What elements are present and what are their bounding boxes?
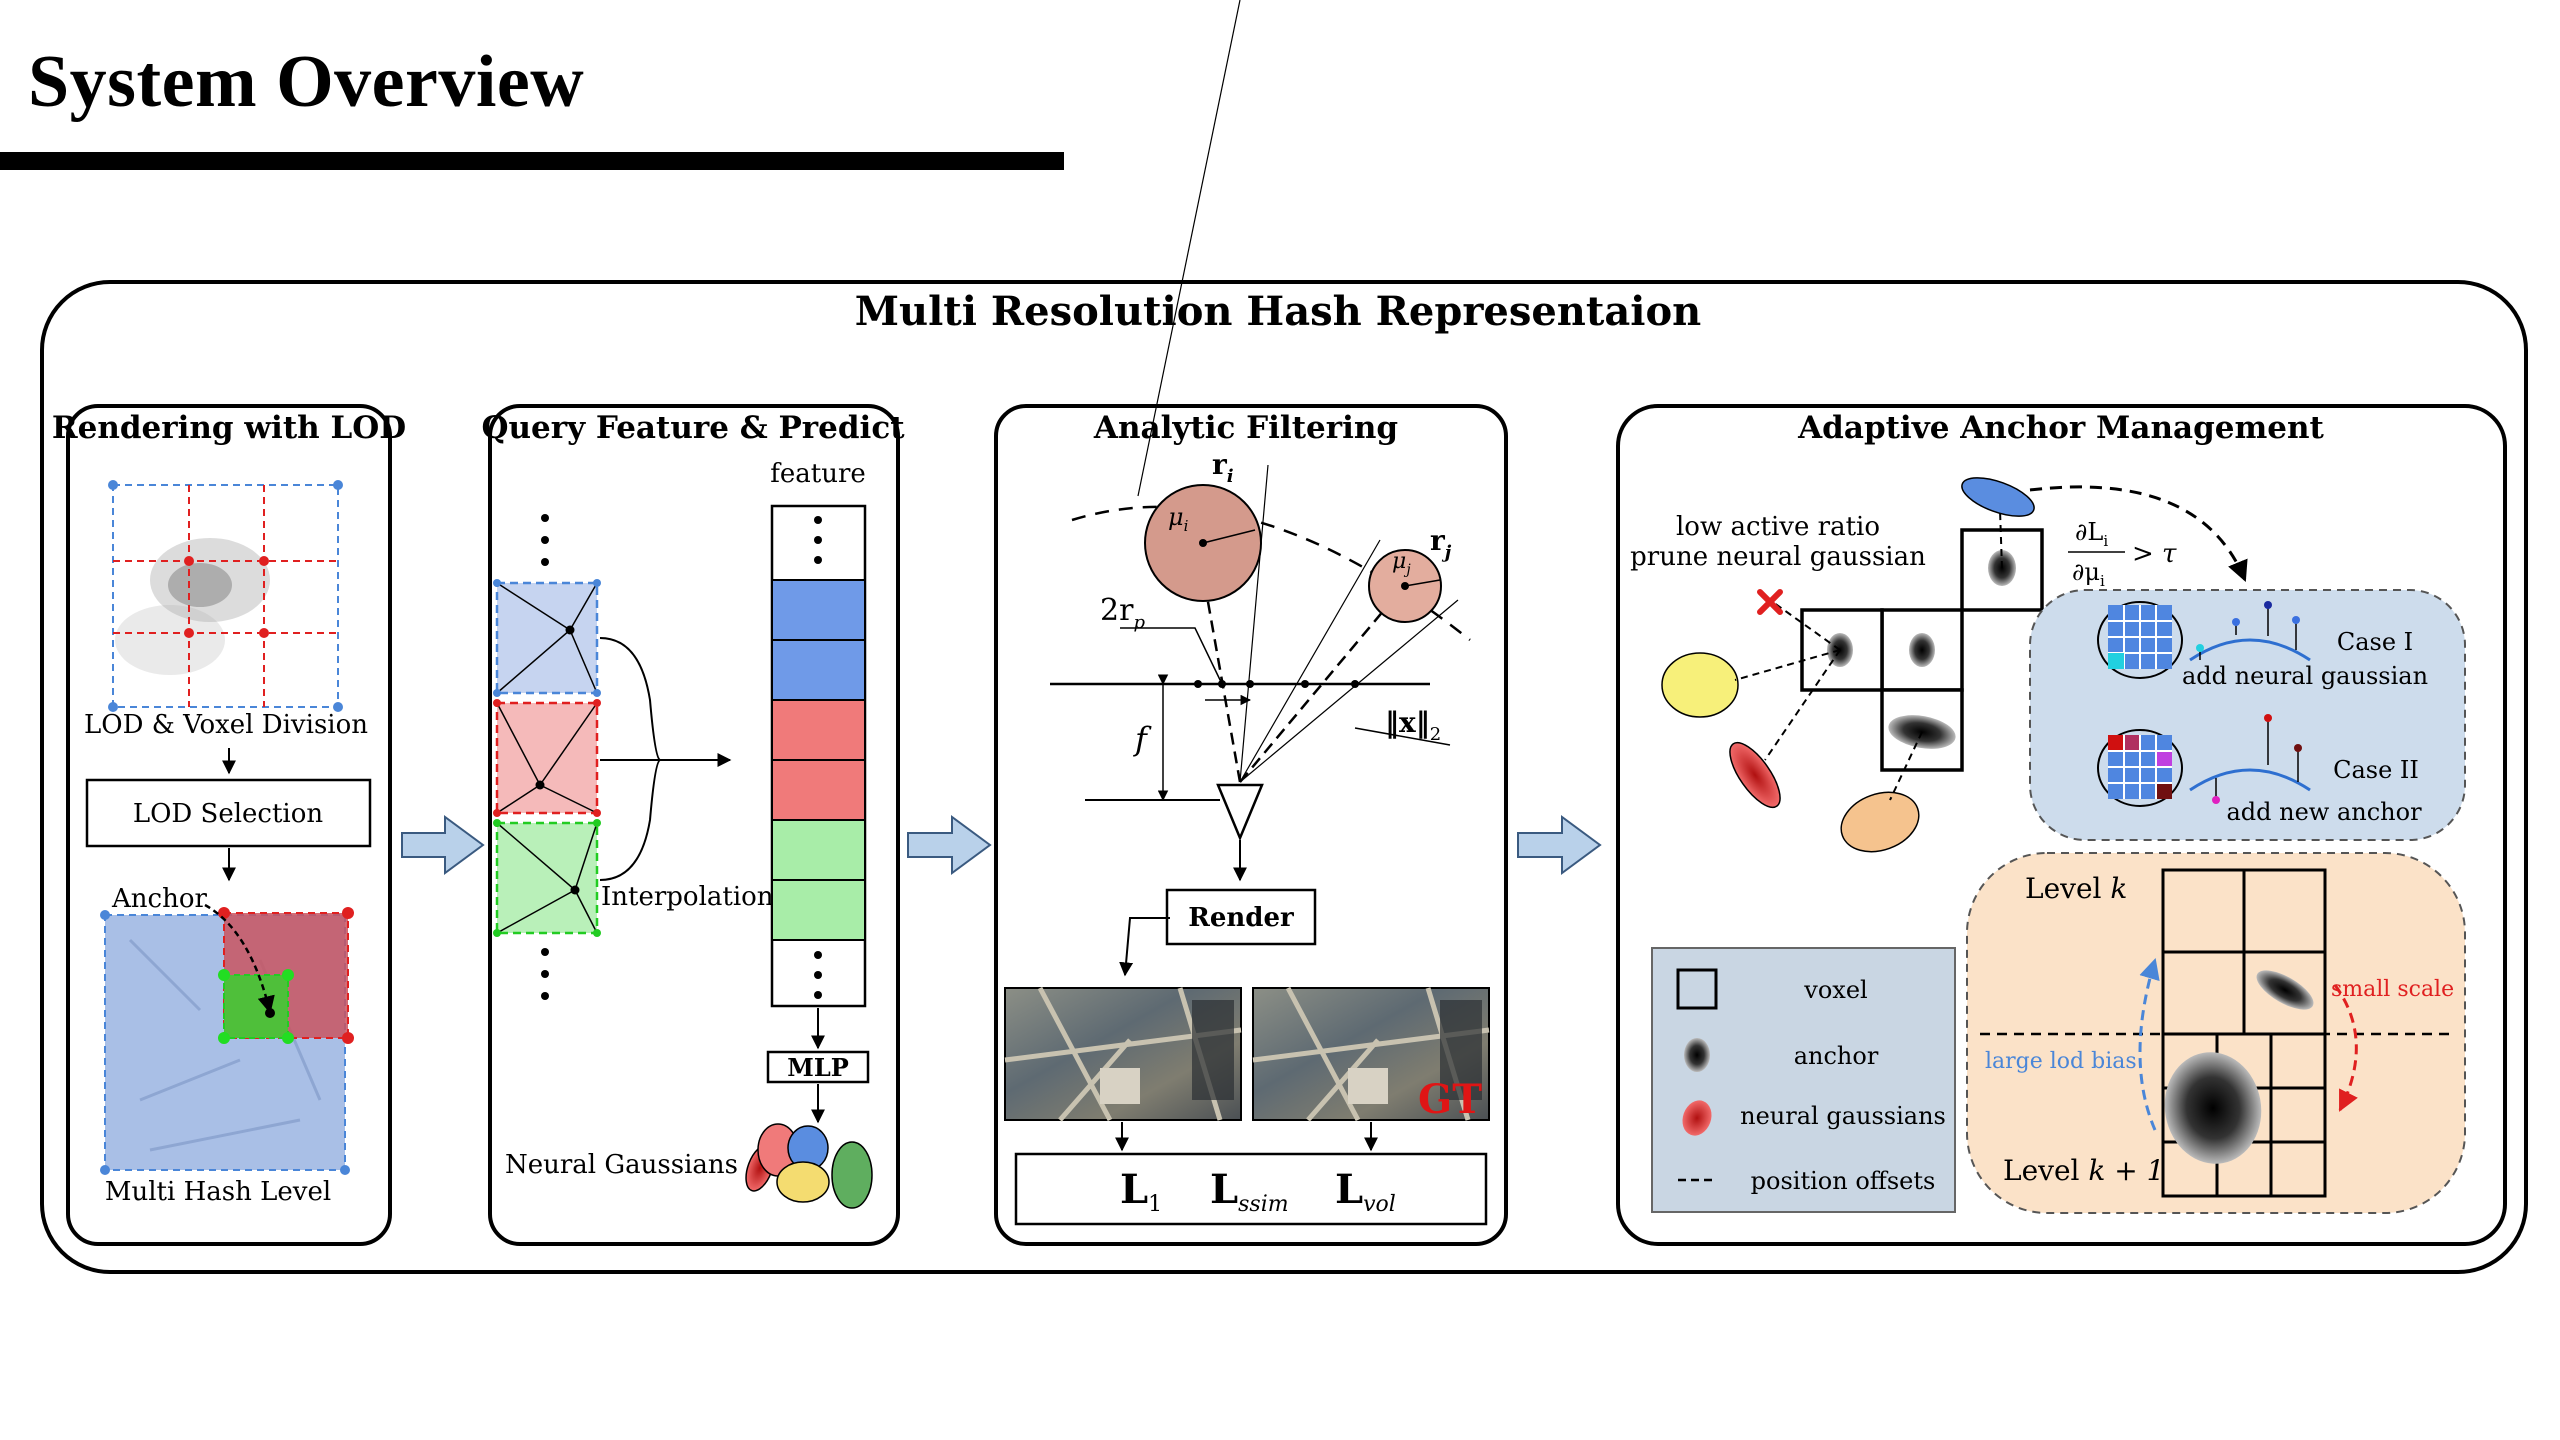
case-2-grid <box>2097 714 2311 807</box>
render-box <box>1165 888 1317 946</box>
interpolation-label: Interpolation <box>601 882 774 912</box>
loss-l1: L1 <box>1120 1166 1162 1217</box>
slide-title: System Overview <box>28 41 585 123</box>
legend-anchor-icon <box>1684 1038 1710 1072</box>
panel-filter-heading: Analytic Filtering <box>1093 410 1398 446</box>
hash-cell-blue <box>493 579 601 697</box>
mu-j-label: μj <box>1392 549 1411 578</box>
prune-line-2: prune neural gaussian <box>1630 542 1926 572</box>
render-label: Render <box>1188 903 1294 933</box>
case-1-title: Case I <box>2337 628 2413 656</box>
gaussian-red <box>1729 741 1781 809</box>
rendered-image <box>1004 986 1242 1122</box>
case-2-title: Case II <box>2333 756 2419 784</box>
mu-i-label: μi <box>1168 503 1189 535</box>
outer-frame <box>40 280 2528 1274</box>
svg-text:> τ: > τ <box>2132 539 2177 569</box>
feature-vector <box>770 504 867 1008</box>
svg-text:∂μi: ∂μi <box>2072 558 2105 590</box>
prune-line-1: low active ratio <box>1676 512 1880 542</box>
title-underline <box>0 152 1064 170</box>
panel-lod-heading: Rendering with LOD <box>52 410 406 446</box>
hash-cell-green <box>493 819 601 937</box>
mlp-label: MLP <box>787 1053 849 1082</box>
large-lod-bias-label: large lod bias <box>1985 1049 2137 1074</box>
multi-hash-level-grid <box>100 903 354 1175</box>
lod-selection-box <box>85 778 372 848</box>
case-1-desc: add neural gaussian <box>2182 662 2428 690</box>
mlp-box <box>766 1050 870 1084</box>
case-panel: Case I add neural gaussian Case II add n… <box>2029 589 2466 841</box>
gt-label: GT <box>1418 1076 1482 1123</box>
neural-gaussians-cluster <box>745 1123 873 1209</box>
small-scale-label: small scale <box>2331 977 2454 1002</box>
case-2-desc: add new anchor <box>2226 798 2422 826</box>
multi-hash-level-label: Multi Hash Level <box>105 1177 331 1207</box>
gaussian-orange <box>1840 791 1920 853</box>
two-rp-label: 2rp <box>1100 593 1145 633</box>
gaussian-blue <box>1961 477 2035 517</box>
flow-arrow-3 <box>1517 815 1602 875</box>
gaussian-yellow <box>1661 652 1739 718</box>
gradient-condition: ∂Li ∂μi > τ <box>2068 518 2177 590</box>
r-j-label: rj <box>1430 524 1452 563</box>
camera-icon <box>1216 783 1264 842</box>
panel-anchor-management: Adaptive Anchor Management low active ra… <box>1616 404 2507 1246</box>
svg-text:∂Li: ∂Li <box>2075 518 2108 550</box>
legend-gaussian-icon <box>1682 1100 1712 1136</box>
norm-label: ‖x‖2 <box>1385 706 1441 745</box>
level-k-label: Level k <box>2025 872 2127 905</box>
legend-voxel-icon <box>1676 968 1718 1010</box>
panel-anchor-heading: Adaptive Anchor Management <box>1797 410 2324 446</box>
panel-query-feature: Query Feature & Predict <box>481 404 905 1246</box>
legend: voxel anchor neural gaussians position o… <box>1651 947 1956 1213</box>
loss-box <box>1014 1152 1488 1226</box>
ray-geometry <box>1050 0 1471 801</box>
figure-title: Multi Resolution Hash Representaion <box>855 288 1702 335</box>
point-cloud-grid <box>108 480 343 712</box>
panel-analytic-filtering: Analytic Filtering ri rj μi μ <box>994 0 1508 1246</box>
prune-x-icon <box>1757 589 1783 615</box>
legend-anchor-label: anchor <box>1794 1042 1879 1070</box>
hash-cell-red <box>493 699 601 817</box>
flow-arrow-1 <box>401 815 485 875</box>
lod-selection-label: LOD Selection <box>133 799 324 829</box>
loss-vol: Lvol <box>1335 1166 1396 1217</box>
legend-offset-label: position offsets <box>1751 1167 1936 1195</box>
feature-label: feature <box>770 459 866 489</box>
loss-ssim: Lssim <box>1210 1166 1289 1217</box>
legend-gaussian-label: neural gaussians <box>1740 1102 1946 1130</box>
flow-arrow-2 <box>907 815 992 875</box>
panel-rendering-lod: Rendering with LOD LOD & Voxel Division … <box>52 404 406 1246</box>
level-panel: Level k Level k + 1 small scale large lo… <box>1966 852 2466 1214</box>
ground-truth-image: GT <box>1252 986 1490 1123</box>
legend-voxel-label: voxel <box>1803 976 1867 1004</box>
level-k1-label: Level k + 1 <box>2003 1154 2164 1187</box>
focal-label: f <box>1133 720 1152 758</box>
neural-gaussians-label: Neural Gaussians <box>505 1150 738 1180</box>
panel-query-heading: Query Feature & Predict <box>481 410 905 446</box>
r-i-label: ri <box>1212 448 1234 487</box>
lod-division-label: LOD & Voxel Division <box>84 710 368 740</box>
case-1-grid <box>2097 601 2311 679</box>
anchor-label: Anchor <box>111 884 207 914</box>
